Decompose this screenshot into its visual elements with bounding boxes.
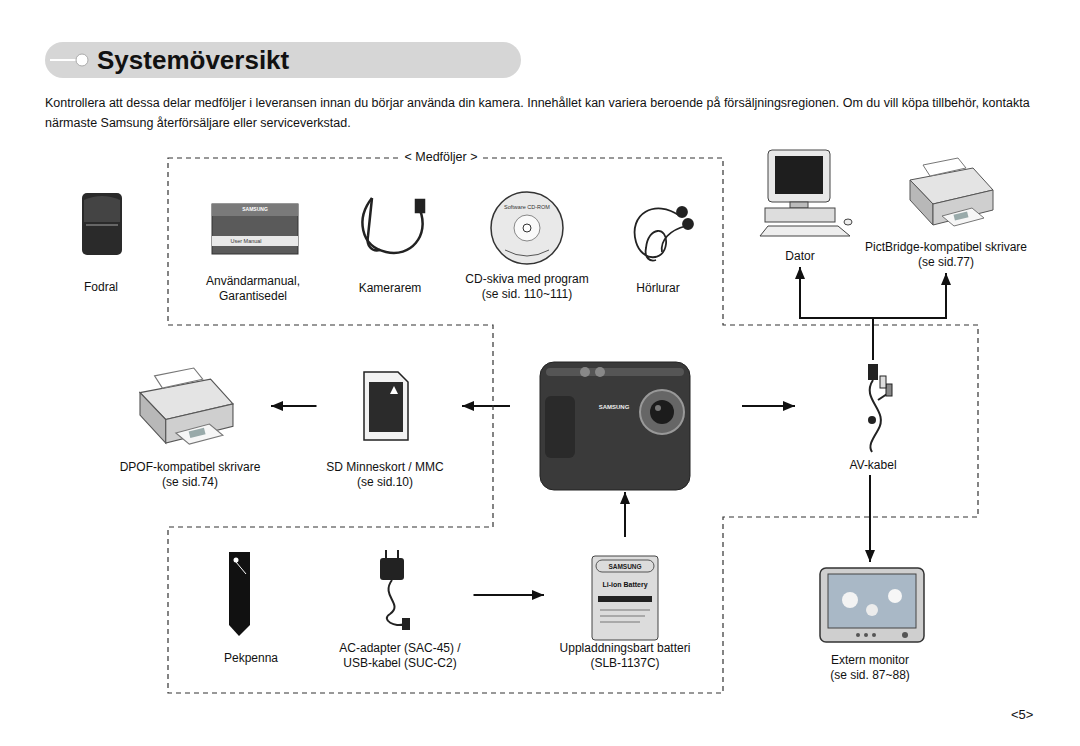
- sd-card-illustration: [364, 372, 408, 440]
- cd-illustration: [491, 192, 563, 264]
- dashed-outline: [168, 158, 980, 695]
- image-space: [390, 195, 391, 281]
- item-box: AV-kabel: [834, 362, 912, 473]
- item-label: AC-adapter (SAC-45) / USB-kabel (SUC-C2): [333, 641, 468, 671]
- image-space: [873, 362, 874, 458]
- image-space: [946, 156, 947, 240]
- item-box: DPOF-kompatibel skrivare (se sid.74): [111, 364, 269, 490]
- image-space: [101, 188, 102, 280]
- item-label: Dator: [765, 249, 835, 264]
- manual-illustration: [212, 204, 298, 254]
- item-label: CD-skiva med program (se sid. 110~111): [460, 272, 595, 302]
- disc-print: Software CD-ROM: [504, 204, 550, 210]
- arrow-connector: [800, 267, 873, 360]
- brand-mark: SAMSUNG: [242, 207, 268, 213]
- item-label: Användarmanual, Garantisedel: [198, 274, 308, 304]
- image-space: [800, 148, 801, 249]
- item-box: Extern monitor (se sid. 87~88): [821, 564, 919, 683]
- earphones-illustration: [635, 207, 693, 261]
- item-box: Dator: [761, 148, 839, 264]
- ac-adapter-illustration: [380, 550, 410, 630]
- image-space: [870, 564, 871, 653]
- item-label: AV-kabel: [838, 458, 908, 473]
- item-label: Fodral: [71, 280, 131, 295]
- item-box: Användarmanual, Garantisedel: [194, 198, 312, 304]
- image-space: [190, 364, 191, 460]
- arrow-connector: [474, 594, 545, 596]
- item-label: DPOF-kompatibel skrivare (se sid.74): [115, 460, 265, 490]
- item-label: SD Minneskort / MMC (se sid.10): [323, 460, 448, 490]
- av-cable-illustration: [868, 364, 892, 452]
- image-space: [251, 548, 252, 651]
- item-label: Extern monitor (se sid. 87~88): [825, 653, 915, 683]
- intro-text: Kontrollera att dessa delar medföljer i …: [45, 93, 1040, 133]
- image-space: [527, 190, 528, 272]
- item-label: PictBridge-kompatibel skrivare (se sid.7…: [861, 240, 1031, 270]
- item-box: Pekpenna: [212, 548, 290, 666]
- battery-print: Li-ion Battery: [602, 581, 647, 589]
- item-box: AC-adapter (SAC-45) / USB-kabel (SUC-C2): [329, 548, 472, 671]
- item-label: Kamerarem: [350, 281, 430, 296]
- page-number: <5>: [1011, 707, 1033, 723]
- case-illustration: [82, 193, 122, 255]
- manual-cover-text: User Manual: [230, 238, 261, 244]
- stylus-illustration: [229, 552, 250, 636]
- title-band: [45, 42, 521, 78]
- arrow-connector: [271, 405, 317, 407]
- item-box: SD Minneskort / MMC (se sid.10): [319, 366, 452, 490]
- item-label: Uppladdningsbart batteri (SLB-1137C): [550, 641, 700, 671]
- camera-arrows: [462, 406, 795, 537]
- item-box: Kamerarem: [346, 195, 434, 296]
- pictbridge-printer-illustration: [910, 158, 993, 226]
- dpof-printer-illustration: [140, 368, 233, 444]
- item-box: Hörlurar: [619, 192, 697, 296]
- item-box: PictBridge-kompatibel skrivare (se sid.7…: [857, 156, 1035, 270]
- item-box: Fodral: [67, 188, 135, 295]
- image-space: [385, 366, 386, 460]
- arrow-connector: [869, 475, 871, 562]
- image-space: [400, 548, 401, 641]
- item-label: Hörlurar: [623, 281, 693, 296]
- arrow-connector: [873, 273, 946, 360]
- region-heading: < Medföljer >: [400, 149, 483, 166]
- included-region: < Medföljer >Användarmanual, Garantisede…: [168, 158, 978, 693]
- image-space: [658, 192, 659, 281]
- item-label: Pekpenna: [216, 651, 286, 666]
- battery-illustration: [592, 556, 658, 640]
- tv-illustration: [820, 568, 924, 642]
- brand-mark: SAMSUNG: [608, 563, 641, 570]
- page-title: Systemöversikt: [97, 44, 289, 76]
- dashed-outline-path: [168, 158, 978, 693]
- strap-illustration: [363, 198, 424, 253]
- computer-illustration: [760, 150, 852, 236]
- camera-illustration: [540, 362, 690, 490]
- brand-mark: SAMSUNG: [599, 404, 630, 411]
